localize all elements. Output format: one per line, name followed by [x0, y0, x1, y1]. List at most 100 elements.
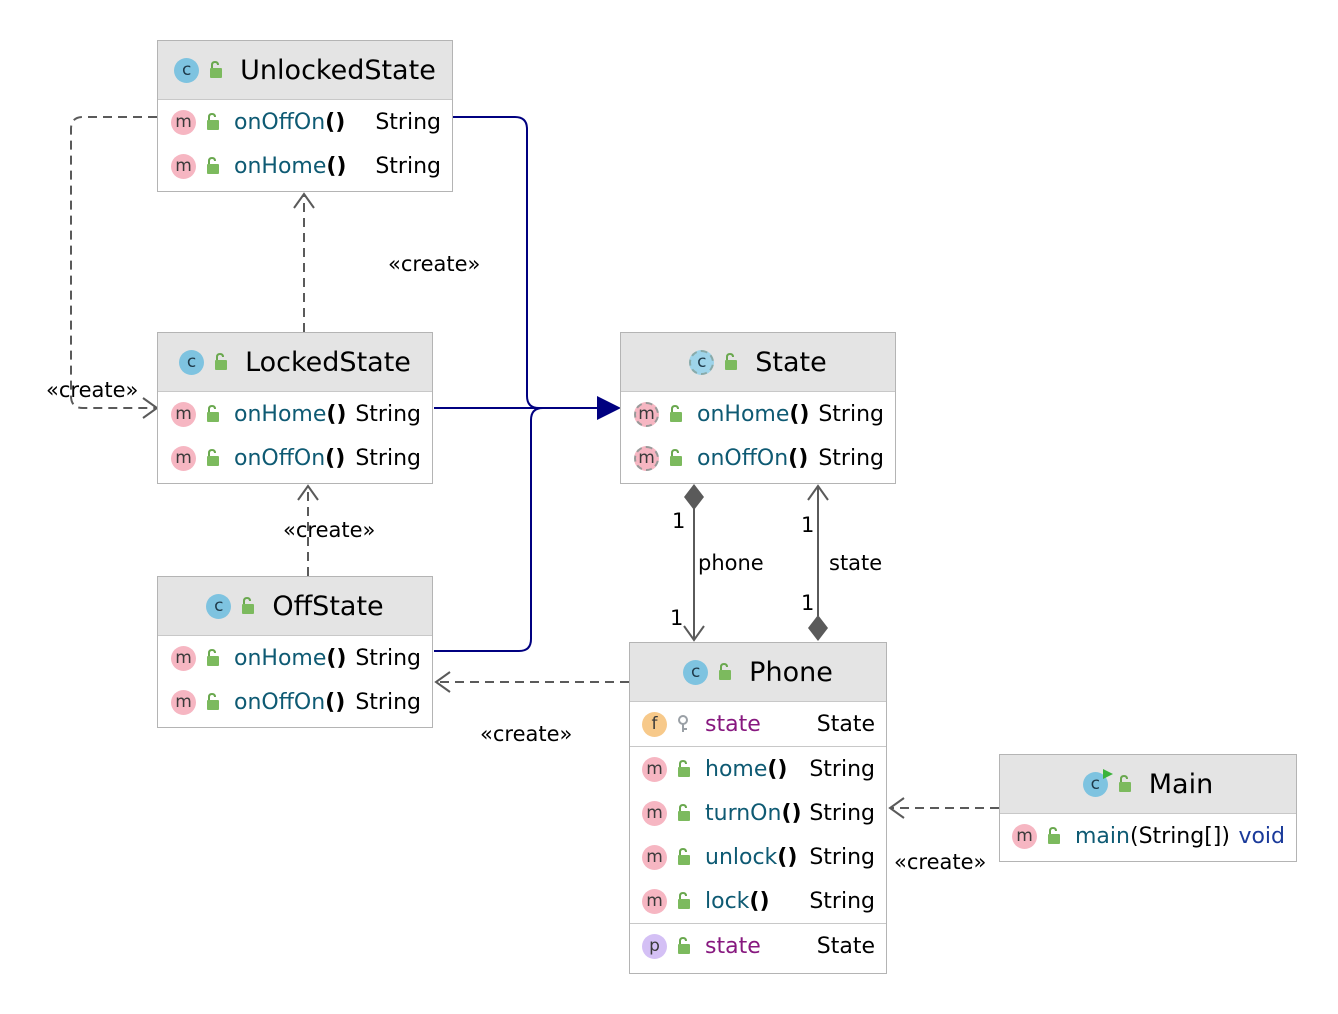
return-type: String [355, 689, 421, 715]
method-icon: m [171, 109, 196, 135]
public-lock-icon [205, 405, 221, 423]
method-name: onHome() [234, 153, 347, 179]
public-lock-icon [240, 597, 256, 615]
public-lock-icon [668, 449, 684, 467]
return-type: String [809, 756, 875, 782]
method-row[interactable]: m onOffOn() String [158, 436, 432, 480]
property-row[interactable]: p state State [630, 924, 886, 968]
compartment-divider [630, 746, 886, 747]
class-name: Phone [749, 656, 833, 688]
method-row[interactable]: m main(String[]) void [1000, 814, 1296, 858]
public-lock-icon [676, 804, 692, 822]
abstract-class-icon: c [689, 349, 715, 375]
method-icon: m [171, 445, 196, 471]
class-header: c Phone [630, 643, 886, 702]
public-lock-icon [213, 353, 229, 371]
return-type: String [809, 844, 875, 870]
method-row[interactable]: m onHome() String [621, 392, 895, 436]
property-icon: p [642, 933, 667, 959]
return-type: String [355, 401, 421, 427]
method-icon: m [171, 401, 196, 427]
dependency-edge-unlocked-locked [70, 116, 157, 409]
composition-diamond-state [684, 484, 704, 510]
method-icon: m [642, 888, 667, 914]
method-name: unlock() [705, 844, 798, 870]
method-row[interactable]: m onHome() String [158, 392, 432, 436]
public-lock-icon [205, 449, 221, 467]
public-lock-icon [723, 353, 739, 371]
class-box-off-state[interactable]: c OffState m onHome() String m onOffOn()… [157, 576, 433, 728]
method-row[interactable]: m home() String [630, 747, 886, 791]
class-header: c LockedState [158, 333, 432, 392]
method-row[interactable]: m onOffOn() String [621, 436, 895, 480]
return-type: String [809, 800, 875, 826]
composition-arrow-phone [683, 625, 705, 642]
inheritance-edge-off [434, 407, 600, 652]
method-row[interactable]: m lock() String [630, 879, 886, 923]
class-box-state[interactable]: c State m onHome() String m onOffOn() St… [620, 332, 896, 484]
class-name: State [755, 346, 827, 378]
method-icon: m [171, 153, 196, 179]
return-type: void [1238, 823, 1285, 849]
return-type: String [355, 445, 421, 471]
inheritance-arrowhead [597, 396, 621, 420]
method-row[interactable]: m onOffOn() String [158, 680, 432, 724]
create-label-phone-off: «create» [480, 722, 573, 746]
multiplicity-label: 1 [801, 591, 815, 615]
multiplicity-label: 1 [801, 513, 815, 537]
method-row[interactable]: m turnOn() String [630, 791, 886, 835]
public-lock-icon [205, 113, 221, 131]
class-header: c Main [1000, 755, 1296, 814]
class-box-locked-state[interactable]: c LockedState m onHome() String m onOffO… [157, 332, 433, 484]
public-lock-icon [676, 760, 692, 778]
return-type: String [375, 109, 441, 135]
method-row[interactable]: m onOffOn() String [158, 100, 452, 144]
public-lock-icon [208, 61, 224, 79]
method-name: onHome() [697, 401, 810, 427]
static-method-icon: m [1012, 823, 1037, 849]
method-name: onOffOn() [234, 445, 346, 471]
field-name: state [705, 711, 761, 737]
multiplicity-label: 1 [670, 606, 684, 630]
method-row[interactable]: m onHome() String [158, 636, 432, 680]
method-name: lock() [705, 888, 770, 914]
class-name: OffState [272, 590, 384, 622]
method-name: onOffOn() [697, 445, 809, 471]
class-box-phone[interactable]: c Phone f state State m home() String m … [629, 642, 887, 974]
return-type: String [355, 645, 421, 671]
class-header: c UnlockedState [158, 41, 452, 100]
public-lock-icon [676, 937, 692, 955]
class-header: c OffState [158, 577, 432, 636]
method-name: onHome() [234, 645, 347, 671]
public-lock-icon [205, 157, 221, 175]
role-label-state: state [829, 551, 883, 575]
method-icon: m [642, 800, 667, 826]
method-row[interactable]: m unlock() String [630, 835, 886, 879]
abstract-method-icon: m [634, 401, 659, 427]
method-name: onHome() [234, 401, 347, 427]
public-lock-icon [717, 663, 733, 681]
class-box-unlocked-state[interactable]: c UnlockedState m onOffOn() String m onH… [157, 40, 453, 192]
field-row[interactable]: f state State [630, 702, 886, 746]
method-icon: m [642, 756, 667, 782]
public-lock-icon [205, 649, 221, 667]
class-icon: c [206, 593, 232, 619]
method-icon: m [171, 689, 196, 715]
dependency-arrow-unlocked [293, 192, 315, 209]
class-box-main[interactable]: c Main m main(String[]) void [999, 754, 1297, 862]
composition-arrow-state [807, 484, 829, 501]
public-lock-icon [676, 848, 692, 866]
method-icon: m [171, 645, 196, 671]
class-name: UnlockedState [240, 54, 436, 86]
runnable-class-icon: c [1082, 768, 1113, 797]
private-key-icon [676, 715, 692, 733]
method-row[interactable]: m onHome() String [158, 144, 452, 188]
compartment-divider [630, 923, 886, 924]
return-type: String [809, 888, 875, 914]
property-type: State [816, 933, 875, 959]
class-icon: c [174, 57, 200, 83]
public-lock-icon [205, 693, 221, 711]
create-label-main-phone: «create» [894, 850, 987, 874]
return-type: String [375, 153, 441, 179]
